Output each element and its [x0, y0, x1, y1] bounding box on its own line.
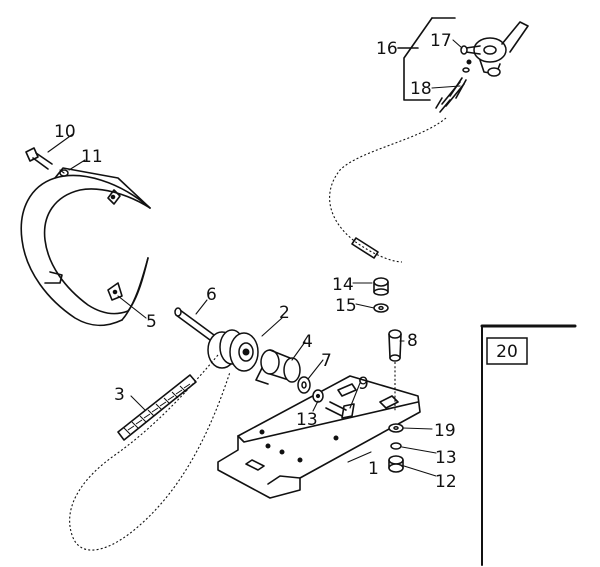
callout-17: 17: [430, 31, 452, 51]
callout-labels: 1 2 3 4 5 6 7 8 9 10 11 12 13 13 14 15 1…: [54, 31, 457, 492]
cable-end-18: [449, 59, 472, 99]
callout-14: 14: [332, 275, 354, 295]
callout-7: 7: [321, 351, 332, 371]
bolt-14: [373, 277, 389, 296]
belt-3: [69, 354, 231, 551]
callout-2: 2: [279, 303, 290, 323]
bolt-10: [25, 147, 53, 170]
callout-10: 10: [54, 122, 76, 142]
callout-1: 1: [368, 459, 379, 479]
page-number-box: 20: [480, 324, 577, 566]
washer-15: [373, 303, 389, 313]
washer-11: [59, 169, 69, 177]
pulley-2: [207, 329, 259, 372]
pin-8: [388, 329, 402, 362]
washer-13-left: [312, 389, 324, 403]
control-cable: [329, 81, 465, 263]
callout-18: 18: [410, 79, 432, 99]
callout-16: 16: [376, 39, 398, 59]
callout-6: 6: [206, 285, 217, 305]
bearing-4: [255, 349, 301, 385]
page-number: 20: [496, 342, 518, 362]
callout-8: 8: [407, 331, 418, 351]
group-bracket-16: [397, 17, 456, 101]
callout-9: 9: [358, 374, 369, 394]
shaft-6: [174, 307, 215, 341]
callout-19: 19: [434, 421, 456, 441]
callout-12: 12: [435, 472, 457, 492]
nut-12: [388, 455, 404, 473]
washer-19: [388, 423, 404, 433]
callout-3: 3: [114, 385, 125, 405]
callout-13-left: 13: [296, 410, 318, 430]
leader-lines: [47, 39, 463, 477]
lever-assembly-17: [460, 21, 529, 77]
mounting-plate-1: [217, 375, 421, 499]
belt-guard: [20, 167, 151, 327]
washer-13-right: [390, 442, 402, 450]
callout-4: 4: [302, 332, 313, 352]
callout-11: 11: [81, 147, 103, 167]
callout-15: 15: [335, 296, 357, 316]
bolt-9: [325, 401, 355, 419]
callout-13-right: 13: [435, 448, 457, 468]
washer-7: [297, 376, 311, 394]
callout-5: 5: [146, 312, 157, 332]
